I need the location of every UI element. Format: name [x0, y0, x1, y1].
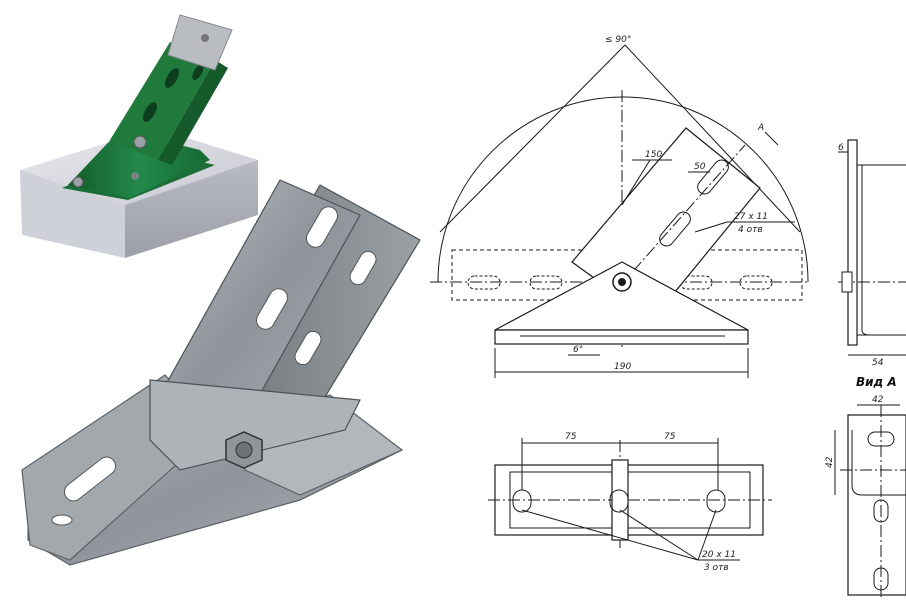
dim-leader-150 — [621, 159, 651, 206]
channel-slot — [529, 275, 563, 290]
green-slot — [192, 63, 204, 81]
pivot-bolt-core — [618, 278, 626, 286]
side-view-profile — [857, 164, 906, 336]
angle-line — [439, 44, 626, 233]
dim-leader-slot-bottom — [697, 509, 717, 561]
base-block-front — [20, 170, 125, 258]
drawing-view-a — [834, 404, 906, 600]
channel-slot — [739, 275, 773, 290]
angle-label: ≤ 90° — [605, 35, 631, 45]
dim-50-label: 50 — [694, 162, 706, 172]
slot-top-label: 27 x 11 — [734, 212, 768, 222]
green-bolt — [72, 176, 84, 188]
dim-leader-slot-bottom — [619, 509, 699, 561]
galvanized-bracket-photo — [21, 179, 421, 566]
steel-upright-slot — [294, 330, 322, 366]
arm-slot — [697, 159, 729, 195]
dim-leader-slot-bottom — [521, 509, 699, 561]
green-upright-channel — [110, 42, 215, 160]
drawing-main-view — [430, 44, 809, 378]
view-a-plate — [847, 414, 906, 596]
view-a-dim-42-h: 42 — [872, 395, 884, 405]
channel-slot — [467, 275, 501, 290]
green-bracket-photo — [20, 14, 258, 258]
side-view-plate — [847, 139, 858, 346]
top-view-slot — [706, 489, 726, 513]
dim-150-label: 150 — [645, 150, 662, 160]
arm-axis — [619, 144, 746, 287]
green-bolt — [133, 135, 147, 149]
slot-bottom-count: 3 отв — [704, 563, 729, 573]
drawing-side-view — [838, 139, 906, 356]
section-arrow — [764, 131, 779, 146]
dim-75-left-label: 75 — [565, 432, 577, 442]
slot-top-count: 4 отв — [738, 225, 763, 235]
insert-bolt — [201, 34, 209, 42]
steel-upright-slot — [306, 206, 338, 248]
green-slot — [165, 68, 179, 88]
side-dim-6-label: 6 — [838, 143, 844, 153]
dim-190-label: 190 — [614, 362, 631, 372]
green-bolt — [131, 172, 139, 180]
top-view-slot — [609, 489, 629, 513]
section-mark-label: A — [757, 123, 764, 133]
steel-upright-slot — [349, 250, 377, 286]
dim-leader-slot-top — [694, 221, 728, 233]
dim-75-right-label: 75 — [664, 432, 676, 442]
base-block-side — [125, 160, 258, 258]
base-profile — [494, 261, 749, 331]
drawing-top-view — [488, 438, 772, 561]
view-a-dim-42-v: 42 — [825, 456, 835, 468]
angle-line — [624, 44, 801, 233]
side-dim-54-label: 54 — [872, 358, 884, 368]
bolt-head — [235, 441, 253, 459]
steel-insert-top — [167, 14, 233, 71]
slot-bottom-label: 20 x 11 — [702, 550, 736, 560]
dim-6deg-label: 6° — [573, 345, 583, 355]
top-view-hinge — [611, 459, 629, 541]
steel-upright-slot — [256, 288, 288, 330]
view-a-profile — [851, 430, 906, 496]
side-view-bolt — [841, 271, 853, 293]
green-slot — [143, 102, 157, 122]
green-upright-side — [158, 60, 228, 165]
rotation-arc — [437, 96, 809, 283]
steel-wing-slot — [63, 456, 117, 502]
arm-slot — [659, 211, 691, 247]
view-a-label: Вид А — [856, 375, 897, 389]
steel-wing-hole — [51, 514, 73, 526]
base-plate-profile — [494, 329, 749, 345]
